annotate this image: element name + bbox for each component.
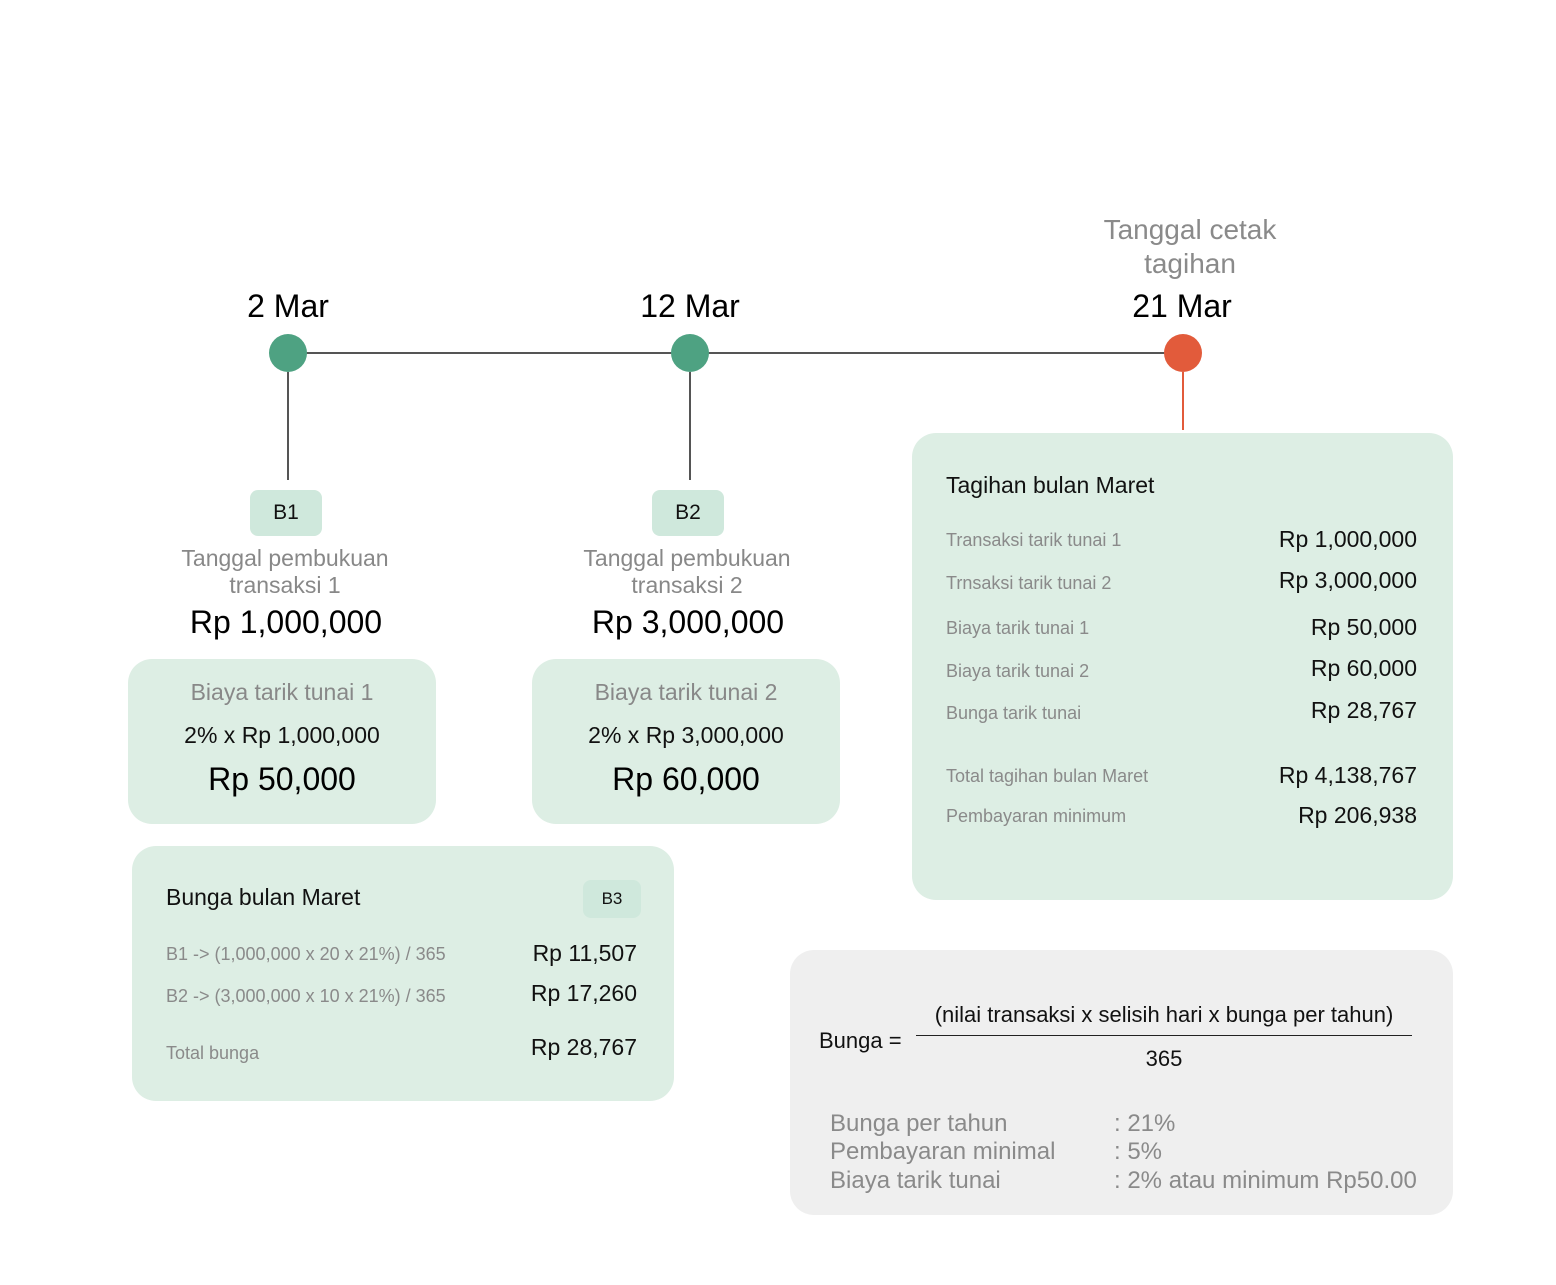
fee-card-title: Biaya tarik tunai 1 — [190, 679, 374, 705]
interest-row-label: B2 -> (3,000,000 x 10 x 21%) / 365 — [166, 986, 446, 1006]
timeline-line — [288, 352, 1183, 354]
fee-card-2: Biaya tarik tunai 2 2% x Rp 3,000,000 Rp… — [532, 659, 840, 824]
interest-row-value: Rp 11,507 — [532, 940, 637, 966]
transaction-amount-1: Rp 1,000,000 — [189, 604, 383, 640]
badge-b1: B1 — [250, 490, 322, 536]
bill-row-label: Transaksi tarik tunai 1 — [946, 530, 1122, 550]
interest-card-title: Bunga bulan Maret — [166, 884, 361, 910]
bill-minimum-label: Pembayaran minimum — [946, 806, 1127, 826]
timeline-dot-3 — [1164, 334, 1202, 372]
interest-total-value: Rp 28,767 — [530, 1034, 637, 1060]
date-label-2: 12 Mar — [640, 288, 740, 324]
timeline-dot-1 — [269, 334, 307, 372]
legend-label: Pembayaran minimal — [830, 1138, 1056, 1165]
interest-card: Bunga bulan Maret B3 B1 -> (1,000,000 x … — [132, 846, 674, 1101]
legend-value: : 2% atau minimum Rp50.00 — [1114, 1167, 1417, 1194]
legend-label: Bunga per tahun — [830, 1110, 1008, 1137]
formula-fraction-bar — [916, 1035, 1412, 1036]
bill-row-label: Bunga tarik tunai — [946, 703, 1082, 723]
bill-row-value: Rp 28,767 — [1310, 697, 1417, 723]
interest-row-label: B1 -> (1,000,000 x 20 x 21%) / 365 — [166, 944, 446, 964]
bill-card-title: Tagihan bulan Maret — [946, 472, 1155, 498]
legend-label: Biaya tarik tunai — [830, 1167, 1001, 1194]
transaction-caption-1: Tanggal pembukuan transaksi 1 — [181, 545, 389, 598]
statement-date-caption: Tanggal cetak tagihan — [1103, 214, 1277, 279]
connector-bill — [1182, 372, 1184, 430]
bill-row-label: Biaya tarik tunai 1 — [946, 618, 1090, 638]
bill-row-value: Rp 50,000 — [1310, 614, 1417, 640]
bill-row-value: Rp 3,000,000 — [1278, 567, 1417, 593]
bill-row-value: Rp 60,000 — [1310, 655, 1417, 681]
bill-total-value: Rp 4,138,767 — [1278, 762, 1417, 788]
formula-denominator: 365 — [1145, 1046, 1183, 1071]
interest-row-value: Rp 17,260 — [530, 980, 637, 1006]
connector-b2 — [689, 372, 691, 480]
bill-row-value: Rp 1,000,000 — [1278, 526, 1417, 552]
bill-card: Tagihan bulan Maret Transaksi tarik tuna… — [912, 433, 1453, 900]
bill-row-label: Biaya tarik tunai 2 — [946, 661, 1090, 681]
fee-card-formula: 2% x Rp 1,000,000 — [184, 722, 380, 748]
connector-b1 — [287, 372, 289, 480]
fee-card-result: Rp 50,000 — [208, 761, 356, 797]
transaction-caption-2: Tanggal pembukuan transaksi 2 — [583, 545, 791, 598]
date-label-3: 21 Mar — [1132, 288, 1232, 324]
badge-b3: B3 — [583, 880, 641, 918]
formula-card: Bunga = (nilai transaksi x selisih hari … — [790, 950, 1453, 1215]
formula-numerator: (nilai transaksi x selisih hari x bunga … — [934, 1002, 1394, 1027]
transaction-amount-2: Rp 3,000,000 — [591, 604, 785, 640]
fee-card-title: Biaya tarik tunai 2 — [594, 679, 778, 705]
interest-total-label: Total bunga — [166, 1043, 260, 1063]
date-label-1: 2 Mar — [247, 288, 329, 324]
timeline-dot-2 — [671, 334, 709, 372]
legend-value: : 5% — [1114, 1138, 1163, 1165]
fee-card-formula: 2% x Rp 3,000,000 — [588, 722, 784, 748]
fee-card-1: Biaya tarik tunai 1 2% x Rp 1,000,000 Rp… — [128, 659, 436, 824]
legend-value: : 21% — [1114, 1110, 1176, 1137]
badge-b2: B2 — [652, 490, 724, 536]
bill-row-label: Trnsaksi tarik tunai 2 — [946, 573, 1112, 593]
bill-total-label: Total tagihan bulan Maret — [946, 766, 1149, 786]
fee-card-result: Rp 60,000 — [612, 761, 760, 797]
formula-lhs: Bunga = — [819, 1028, 902, 1053]
bill-minimum-value: Rp 206,938 — [1298, 802, 1417, 828]
